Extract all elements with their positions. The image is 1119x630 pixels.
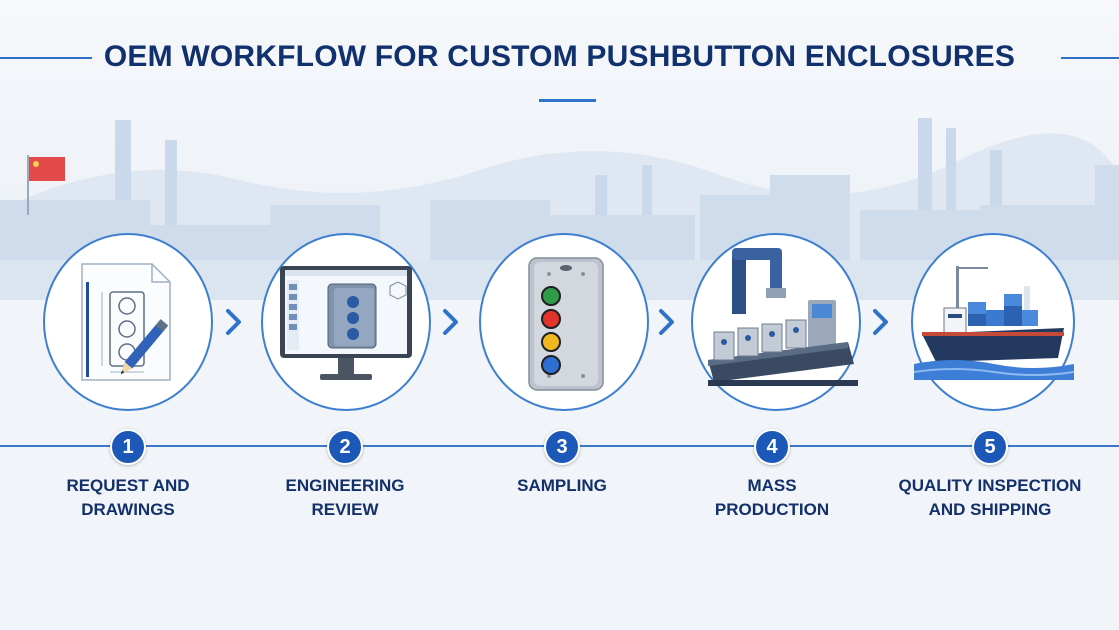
step-5-badge: 5 bbox=[972, 429, 1008, 465]
step-4-circle bbox=[691, 233, 861, 411]
step-1-label-line-1: REQUEST AND bbox=[66, 476, 190, 495]
step-1-badge: 1 bbox=[110, 429, 146, 465]
step-3-label: SAMPLING bbox=[462, 474, 662, 498]
step-2-badge: 2 bbox=[327, 429, 363, 465]
step-5-label-line-1: QUALITY INSPECTION bbox=[898, 476, 1082, 495]
step-5-label-line-2: AND SHIPPING bbox=[928, 500, 1052, 519]
chevron-right-icon bbox=[443, 309, 458, 335]
step-3-label-line-1: SAMPLING bbox=[517, 476, 607, 495]
factory-robot-icon bbox=[708, 248, 858, 386]
step-2-label-line-2: REVIEW bbox=[311, 500, 379, 519]
step-3-circle bbox=[479, 233, 649, 411]
step-2-label: ENGINEERING REVIEW bbox=[245, 474, 445, 522]
title-rule-right bbox=[1061, 57, 1119, 59]
step-5-circle bbox=[911, 233, 1075, 411]
chevron-right-icon bbox=[226, 309, 241, 335]
step-1-label: REQUEST AND DRAWINGS bbox=[28, 474, 228, 522]
chevron-right-icon bbox=[873, 309, 888, 335]
step-4-label-line-1: MASS bbox=[747, 476, 797, 495]
page-title: OEM WORKFLOW FOR CUSTOM PUSHBUTTON ENCLO… bbox=[103, 40, 1016, 73]
step-2-label-line-1: ENGINEERING bbox=[285, 476, 405, 495]
pushbutton-box-icon bbox=[528, 257, 604, 391]
cad-monitor-icon bbox=[280, 266, 412, 380]
title-rule-left bbox=[0, 57, 92, 59]
cargo-ship-icon bbox=[913, 266, 1075, 380]
step-4-label: MASS PRODUCTION bbox=[672, 474, 872, 522]
step-5-label: QUALITY INSPECTION AND SHIPPING bbox=[890, 474, 1090, 522]
step-4-label-line-2: PRODUCTION bbox=[714, 500, 830, 519]
title-row: OEM WORKFLOW FOR CUSTOM PUSHBUTTON ENCLO… bbox=[0, 36, 1119, 78]
step-4-badge: 4 bbox=[754, 429, 790, 465]
drawing-pencil-icon bbox=[81, 263, 171, 381]
chevron-right-icon bbox=[659, 309, 674, 335]
step-3-badge: 3 bbox=[544, 429, 580, 465]
step-1-circle bbox=[43, 233, 213, 411]
step-1-label-line-2: DRAWINGS bbox=[81, 500, 175, 519]
title-underline bbox=[539, 99, 596, 102]
step-2-circle bbox=[261, 233, 431, 411]
